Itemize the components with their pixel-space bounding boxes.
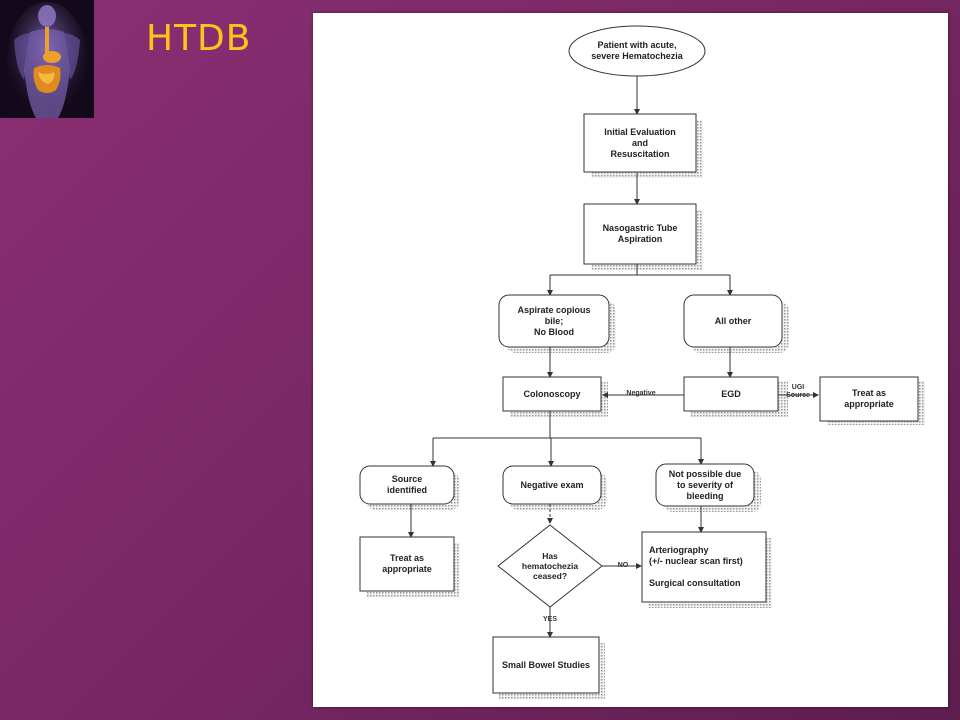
- node-all-other: All other: [714, 315, 752, 326]
- digestive-system-icon: [0, 0, 94, 118]
- node-arteriography: Arteriography (+/- nuclear scan first) S…: [649, 545, 743, 588]
- node-colonoscopy: Colonoscopy: [523, 388, 581, 399]
- edge-label-negative: Negative: [626, 389, 656, 397]
- node-hematochezia-ceased: Has hematochezia ceased?: [521, 551, 579, 581]
- node-not-possible: Not possible due to severity of bleeding: [668, 468, 742, 501]
- node-treat-source: Treat as appropriate: [382, 553, 432, 574]
- node-initial-evaluation: Initial Evaluation and Resuscitation: [604, 126, 676, 159]
- node-nasogastric-tube: Nasogastric Tube Aspiration: [602, 223, 678, 244]
- node-source-identified: Source identified: [387, 474, 427, 495]
- slide-title: HTDB: [146, 18, 252, 59]
- node-small-bowel-studies: Small Bowel Studies: [501, 659, 591, 670]
- flowchart-lines: [359, 25, 925, 699]
- node-negative-exam: Negative exam: [520, 479, 584, 490]
- node-egd: EGD: [721, 388, 741, 399]
- node-treat-ugi: Treat as appropriate: [844, 388, 894, 409]
- edge-label-no: NO: [617, 561, 629, 569]
- edge-label-yes: YES: [542, 615, 557, 623]
- node-aspirate-bile: Aspirate copious bile; No Blood: [517, 304, 591, 337]
- node-start: Patient with acute, severe Hematochezia: [591, 40, 683, 61]
- edge-label-ugi-source: UGI Source: [786, 384, 810, 399]
- flowchart-document: Patient with acute, severe Hematochezia …: [313, 13, 948, 707]
- anatomy-thumbnail: [0, 0, 94, 118]
